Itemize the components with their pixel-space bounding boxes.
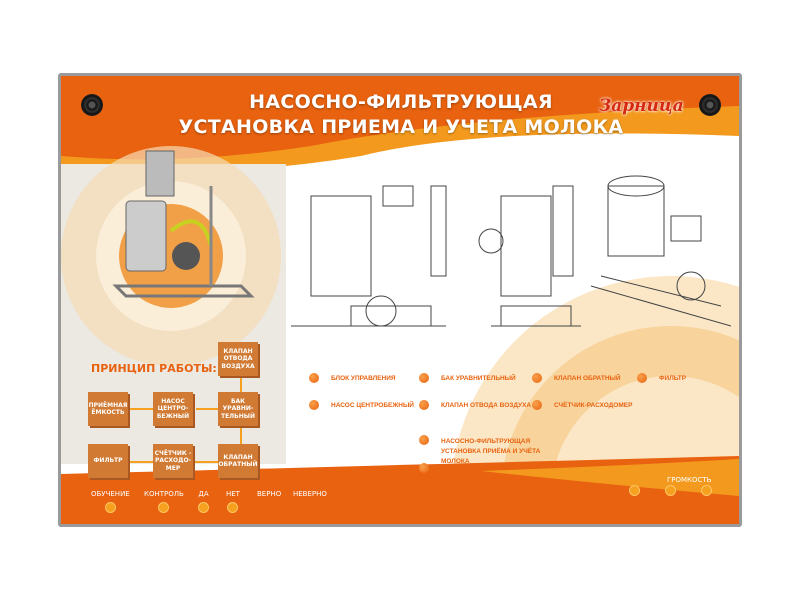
volume-label: ГРОМКОСТЬ (667, 476, 712, 484)
control-label: НЕТ (226, 490, 240, 498)
legend-item[interactable]: СЧЁТЧИК-РАСХОДОМЕР (532, 400, 633, 410)
legend-label: КЛАПАН ОТВОДА ВОЗДУХА (441, 402, 532, 409)
legend-label: НАСОС ЦЕНТРОБЕЖНЫЙ (331, 402, 414, 409)
power-button[interactable] (629, 485, 640, 496)
principle-box: КЛАПАН ОБРАТНЫЙ (218, 444, 258, 478)
speaker-right-icon (699, 94, 721, 116)
volume-down-button[interactable] (665, 485, 676, 496)
legend-button-icon (419, 373, 429, 383)
control-label: ДА (198, 490, 209, 498)
legend-button-icon (419, 463, 429, 473)
principle-box: КЛАПАН ОТВОДА ВОЗДУХА (218, 342, 258, 376)
indicator-incorrect: НЕВЕРНО (293, 490, 327, 498)
legend-button-icon (419, 400, 429, 410)
title-line1: НАСОСНО-ФИЛЬТРУЮЩАЯ (249, 91, 553, 113)
indicator-correct: ВЕРНО (257, 490, 281, 498)
legend-button-icon (419, 435, 429, 445)
legend-label: ПРИНЦИП РАБОТЫ (441, 465, 504, 472)
legend-button-icon (309, 400, 319, 410)
control-training[interactable]: ОБУЧЕНИЕ (91, 490, 130, 513)
legend-label: НАСОСНО-ФИЛЬТРУЮЩАЯ УСТАНОВКА ПРИЁМА И У… (441, 438, 541, 465)
legend-label: СЧЁТЧИК-РАСХОДОМЕР (554, 402, 633, 409)
button-icon (227, 502, 239, 513)
legend-item[interactable]: БЛОК УПРАВЛЕНИЯ (309, 373, 396, 383)
principle-box: БАК УРАВНИ-ТЕЛЬНЫЙ (218, 392, 258, 426)
legend-button-icon (532, 373, 542, 383)
technical-drawings (291, 175, 731, 327)
legend-item[interactable]: НАСОСНО-ФИЛЬТРУЮЩАЯ УСТАНОВКА ПРИЁМА И У… (419, 435, 569, 466)
button-icon (104, 502, 116, 513)
button-icon (198, 502, 209, 513)
legend-button-icon (637, 373, 647, 383)
principle-box: ПРИЁМНАЯ ЁМКОСТЬ (88, 392, 128, 426)
button-icon (158, 502, 170, 513)
volume-up-button[interactable] (701, 485, 712, 496)
control-label: ВЕРНО (257, 490, 282, 498)
principle-box: ФИЛЬТР (88, 444, 128, 478)
legend-label: БЛОК УПРАВЛЕНИЯ (331, 375, 396, 382)
legend-label: БАК УРАВНИТЕЛЬНЫЙ (441, 375, 516, 382)
legend-item[interactable]: ФИЛЬТР (637, 373, 687, 383)
legend-label: ФИЛЬТР (659, 375, 687, 382)
control-check[interactable]: КОНТРОЛЬ (144, 490, 184, 513)
logo: Зарница (599, 96, 684, 116)
equipment-photo (112, 150, 255, 298)
control-no[interactable]: НЕТ (226, 490, 240, 513)
stand-frame: НАСОСНО-ФИЛЬТРУЮЩАЯ УСТАНОВКА ПРИЕМА И У… (58, 73, 742, 527)
principle-box: СЧЁТЧИК - РАСХОДО-МЕР (153, 444, 193, 478)
principle-box: НАСОС ЦЕНТРО-БЕЖНЫЙ (153, 392, 193, 426)
stand-panel: НАСОСНО-ФИЛЬТРУЮЩАЯ УСТАНОВКА ПРИЕМА И У… (61, 76, 739, 524)
control-yes[interactable]: ДА (198, 490, 209, 513)
legend-label: КЛАПАН ОБРАТНЫЙ (554, 375, 621, 382)
speaker-left-icon (81, 94, 103, 116)
control-label: ОБУЧЕНИЕ (91, 490, 130, 498)
legend-button-icon (532, 400, 542, 410)
legend-item[interactable]: НАСОС ЦЕНТРОБЕЖНЫЙ (309, 400, 414, 410)
legend-item[interactable]: КЛАПАН ОТВОДА ВОЗДУХА (419, 400, 532, 410)
title-line2: УСТАНОВКА ПРИЕМА И УЧЕТА МОЛОКА (178, 116, 624, 138)
legend-item[interactable]: БАК УРАВНИТЕЛЬНЫЙ (419, 373, 516, 383)
legend-item[interactable]: ПРИНЦИП РАБОТЫ (419, 463, 504, 473)
control-label: НЕВЕРНО (293, 490, 327, 498)
control-label: КОНТРОЛЬ (144, 490, 184, 498)
legend-item[interactable]: КЛАПАН ОБРАТНЫЙ (532, 373, 621, 383)
principle-heading: ПРИНЦИП РАБОТЫ: (91, 362, 217, 375)
legend-button-icon (309, 373, 319, 383)
